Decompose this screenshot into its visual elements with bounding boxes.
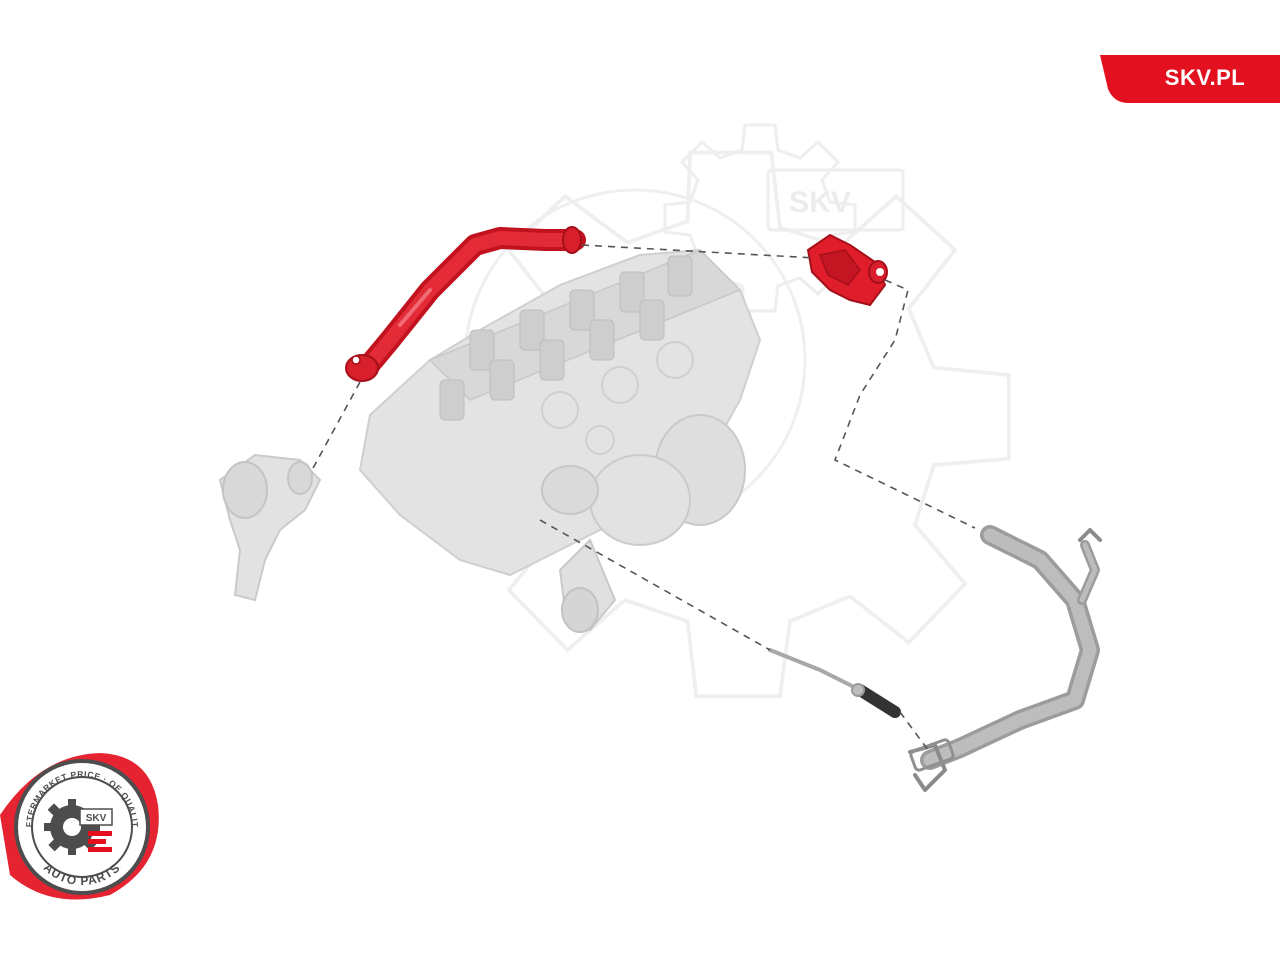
seal-e-mark-icon <box>88 831 112 852</box>
thermostat-housing-left <box>218 453 322 602</box>
small-vent-hose <box>768 648 901 718</box>
highlighted-coolant-flange <box>806 233 888 307</box>
turbocharger <box>541 414 746 633</box>
highlighted-coolant-hose <box>345 226 586 382</box>
brand-tab <box>1100 55 1280 103</box>
coolant-pipe-grey <box>908 525 1102 792</box>
skv-seal-logo: AFTERMARKET PRICE · OE QUALITY AUTO PART… <box>0 745 159 900</box>
gear-watermark-small-icon <box>663 123 905 313</box>
seal-center-text: SKV <box>86 813 107 824</box>
watermark-text: SKV <box>789 186 851 219</box>
brand-name: SKV.PL <box>1164 65 1246 90</box>
assembly-guide-lines <box>311 244 976 751</box>
